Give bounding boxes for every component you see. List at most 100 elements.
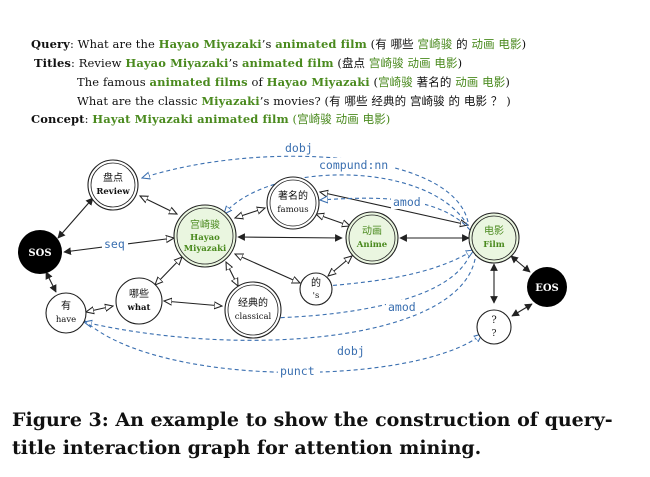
svg-text:have: have [56, 315, 76, 325]
edge-review-miyazaki [140, 196, 177, 214]
text-span: : [84, 112, 93, 126]
svg-text:著名的: 著名的 [278, 189, 308, 202]
node-sos: SOS [18, 230, 62, 274]
text-span: Concept [31, 112, 85, 126]
edge-have-what [86, 306, 113, 312]
text-span: Query [31, 37, 70, 51]
svg-text:Hayao: Hayao [190, 233, 220, 243]
label-dobj-top: dobj [285, 141, 313, 155]
edge-q-eos [511, 303, 533, 317]
svg-text:'s: 's [313, 291, 320, 301]
text-span: (盘点 [333, 56, 369, 70]
edge-miyazaki-s [235, 254, 300, 283]
node-anime: 动画 Anime [345, 211, 399, 265]
text-span: Hayat Miyazaki animated film [92, 112, 289, 126]
edge-film-eos [510, 255, 531, 273]
svg-text:宫崎骏: 宫崎骏 [190, 218, 220, 231]
dep-compound [224, 174, 469, 227]
svg-text:电影: 电影 [484, 224, 504, 237]
text-span: 动画 电影 [455, 75, 506, 89]
text-span: 宫崎骏 [417, 37, 453, 51]
text-span: 著名的 [412, 75, 456, 89]
edge-labels: dobj compund:nn amod seq amod dobj punct [102, 141, 425, 378]
svg-text:?: ? [492, 329, 497, 339]
svg-text:what: what [127, 303, 151, 313]
svg-text:动画: 动画 [362, 225, 382, 237]
node-classical: 经典的 classical [224, 281, 282, 339]
text-span: (宫崎骏 动画 电影) [288, 112, 391, 126]
label-seq: seq [104, 237, 125, 251]
text-span: animated film [275, 37, 367, 51]
svg-text:EOS: EOS [535, 283, 559, 294]
text-span: : Review [71, 56, 126, 70]
text-span: Titles [34, 56, 71, 70]
node-question: ? ? [476, 309, 512, 345]
edge-famous-anime [316, 214, 350, 226]
svg-text:盘点: 盘点 [103, 171, 123, 184]
svg-text:Miyazaki: Miyazaki [184, 244, 227, 254]
edge-miyazaki-anime [237, 233, 343, 242]
text-span: 动画 电影 [471, 37, 522, 51]
text-span: : What are the [69, 37, 159, 51]
svg-text:famous: famous [277, 205, 308, 215]
node-famous: 著名的 famous [266, 176, 320, 230]
text-span: What are the classic [77, 94, 202, 108]
text-span: Miyazaki [201, 94, 260, 108]
text-span: 的 [452, 37, 472, 51]
label-amod-bottom: amod [388, 300, 416, 314]
node-film: 电影 Film [468, 212, 520, 264]
svg-text:经典的: 经典的 [238, 296, 268, 309]
text-span: Hayao Miyazaki [266, 75, 370, 89]
dep-punct [83, 319, 482, 373]
edge-sos-have [45, 271, 57, 293]
text-span: ) [505, 75, 510, 89]
text-span: ) [457, 56, 463, 70]
edge-sos-review [57, 197, 94, 239]
text-span: animated films [149, 75, 248, 89]
svg-text:SOS: SOS [28, 248, 51, 259]
titles-line-3: What are the classic Miyazaki’s movies? … [77, 93, 511, 109]
figure-caption: Figure 3: An example to show the constru… [12, 409, 613, 459]
svg-text:?: ? [491, 315, 496, 326]
svg-text:有: 有 [61, 299, 71, 312]
svg-text:哪些: 哪些 [129, 287, 149, 300]
text-span: animated film [241, 56, 334, 70]
edge-what-miyazaki [155, 257, 182, 285]
text-span: Hayao Miyazaki [125, 56, 229, 70]
dep-s-film [325, 250, 474, 287]
concept-line: Concept: Hayat Miyazaki animated film (宫… [31, 111, 390, 127]
node-eos: EOS [527, 267, 567, 307]
svg-text:Review: Review [96, 187, 130, 197]
text-span: ’s movies? (有 哪些 经典的 宫崎骏 的 电影 ？ ) [259, 94, 511, 108]
query-line: Query: What are the Hayao Miyazaki’s ani… [31, 36, 526, 52]
interaction-graph: dobj compund:nn amod seq amod dobj punct… [18, 141, 567, 378]
edge-miyazaki-famous [235, 208, 265, 218]
titles-line-1: Titles: Review Hayao Miyazaki’s animated… [34, 55, 462, 71]
node-review: 盘点 Review [87, 159, 139, 211]
dep-dobj-bottom [84, 251, 477, 341]
text-span: ’s [261, 37, 276, 51]
text-span: ( [369, 75, 379, 89]
label-punct: punct [280, 364, 315, 378]
edge-miyazaki-classical [226, 262, 238, 286]
svg-text:的: 的 [311, 276, 321, 289]
node-miyazaki: 宫崎骏 Hayao Miyazaki [173, 204, 237, 268]
nodes: SOS 盘点 Review 有 have 哪些 what 宫崎骏 Hayao M… [18, 159, 567, 345]
text-span: 宫崎骏 [378, 75, 413, 89]
node-s: 的 's [299, 272, 333, 306]
text-span: The famous [77, 75, 150, 89]
text-span: ) [521, 37, 527, 51]
label-compound: compund:nn [319, 158, 388, 172]
label-amod-top: amod [393, 195, 421, 209]
node-have: 有 have [45, 292, 87, 334]
node-what: 哪些 what [115, 277, 163, 325]
text-span: (有 哪些 [366, 37, 418, 51]
text-span: of [247, 75, 267, 89]
svg-text:Film: Film [483, 240, 505, 250]
text-span: Hayao Miyazaki [158, 37, 262, 51]
edge-s-anime [328, 256, 352, 276]
edge-what-classical [164, 301, 222, 306]
svg-text:Anime: Anime [356, 240, 388, 250]
svg-text:classical: classical [235, 312, 272, 322]
text-span: ’s [228, 56, 242, 70]
